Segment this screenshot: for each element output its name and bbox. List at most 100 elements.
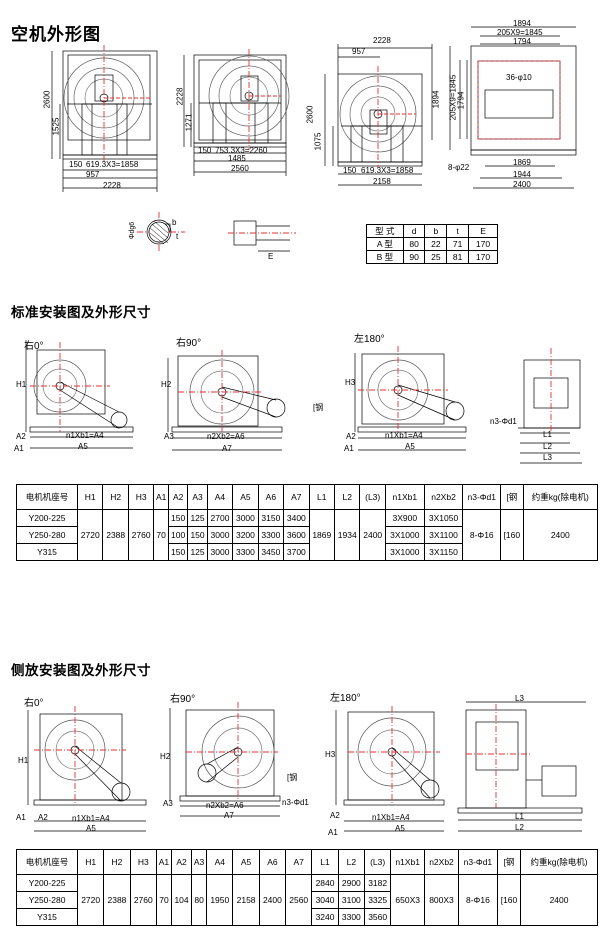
table-header: A7	[285, 849, 313, 875]
fig3-b2: 619.3X3=1858	[361, 166, 414, 175]
table-cell: 3000	[206, 526, 234, 544]
table-cell: 3700	[283, 543, 310, 561]
side-view1-label: 右0°	[24, 698, 44, 709]
std-a1: A1	[14, 444, 24, 453]
fig3-top1: 2228	[373, 36, 391, 45]
table-cell: Y315	[16, 908, 78, 926]
table-cell: 125	[187, 543, 208, 561]
fig4-t3: 1794	[513, 37, 531, 46]
fig4-v1: 1894	[431, 90, 441, 109]
side-a7: A7	[224, 811, 234, 820]
side-l2: L2	[515, 823, 524, 832]
side-a4b: n1Xb1=A4	[372, 813, 410, 822]
std-l1: L1	[543, 430, 552, 439]
table-row: 电机机座号 H1 H2 H3 A1 A2 A3 A4 A5 A6 A7 L1 L…	[16, 849, 598, 875]
side-a5: A5	[86, 824, 96, 833]
table-cell: 2400	[520, 874, 598, 926]
table-cell: 2900	[337, 874, 366, 892]
table-cell: 2760	[129, 874, 157, 926]
fig1-h2: 1525	[51, 117, 61, 136]
fig2-b3: 1485	[228, 154, 246, 163]
table-header: A6	[258, 849, 287, 875]
fig4-b1: 1869	[513, 158, 531, 167]
table-cell: A 型	[366, 237, 404, 251]
std-a5b: A5	[405, 442, 415, 451]
table-row: Y200-225 2720 2388 2760 70 150 125 2700 …	[16, 509, 599, 561]
std-view1-label: 右0°	[24, 341, 44, 352]
table-header: L1	[308, 484, 336, 510]
fig3-b4: 2158	[373, 177, 391, 186]
fig4-t2: 205X9=1845	[497, 28, 543, 37]
table-row: 电机机座号 H1 H2 H3 A1 A2 A3 A4 A5 A6 A7 L1 L…	[16, 484, 599, 510]
table-cell: 100	[167, 526, 189, 544]
table-cell: 1950	[206, 874, 234, 926]
table-cell: 2760	[127, 509, 155, 561]
side-a1: A1	[16, 813, 26, 822]
table-cell: 2388	[103, 874, 131, 926]
table-cell: 70	[153, 509, 169, 561]
fig4-t1: 1894	[513, 19, 531, 28]
fig4-b2: 1944	[513, 170, 531, 179]
side-h1: H1	[18, 756, 29, 765]
std-a4b: n1Xb1=A4	[385, 431, 423, 440]
fig3-h: 2600	[305, 105, 315, 124]
table-header: n2Xb2	[423, 484, 464, 510]
fig3-b1: 150	[343, 166, 357, 175]
fig1-b3: 957	[86, 170, 100, 179]
table-row: Y250-280 100 150 3000 3200 3300 3600 3X1…	[16, 526, 598, 544]
table-cell: b	[424, 224, 448, 238]
standard-spec-table: 电机机座号 H1 H2 H3 A1 A2 A3 A4 A5 A6 A7 L1 L…	[16, 484, 599, 561]
std-n3: n3-Φd1	[490, 417, 517, 426]
table-header: n1Xb1	[390, 849, 426, 875]
fig1-b1: 150	[69, 160, 83, 169]
std-a6: n2Xb2=A6	[207, 432, 245, 441]
outline-drawings	[51, 26, 577, 252]
table-cell: 170	[468, 237, 498, 251]
table-header: 电机机座号	[16, 484, 78, 510]
table-cell: 3X1150	[423, 543, 464, 561]
std-a2b: A2	[346, 432, 356, 441]
std-l3: L3	[543, 453, 552, 462]
table-cell: d	[402, 224, 426, 238]
table-header: A1	[155, 849, 173, 875]
table-header: H3	[129, 849, 157, 875]
fig3-h2: 1075	[313, 132, 323, 151]
table-cell: 3560	[363, 908, 392, 926]
side-n3: n3-Φd1	[282, 798, 309, 807]
table-cell: 70	[155, 874, 173, 926]
table-cell: 2840	[311, 874, 339, 892]
table-cell: 22	[424, 237, 448, 251]
std-a2: A2	[16, 432, 26, 441]
table-cell: 2400	[522, 509, 599, 561]
table-cell: [160	[500, 509, 524, 561]
table-cell: 150	[167, 509, 189, 527]
table-row: B 型 90 25 81 170	[366, 250, 498, 264]
side-drawings	[27, 701, 586, 832]
table-cell: 3150	[257, 509, 285, 527]
table-header: A7	[283, 484, 310, 510]
table-cell: 150	[187, 526, 208, 544]
table-cell: 170	[468, 250, 498, 264]
side-view2-label: 右90°	[170, 694, 196, 705]
table-cell: 3X1100	[423, 526, 464, 544]
table-cell: 81	[446, 250, 470, 264]
table-row: Y200-225 2720 2388 2760 70 104 80 1950 2…	[16, 874, 598, 926]
table-cell: [160	[496, 874, 522, 926]
table-cell: 1869	[308, 509, 336, 561]
side-title: 侧放安装图及外形尺寸	[11, 663, 151, 679]
table-header: A1	[153, 484, 169, 510]
std-channel: [钢	[313, 403, 324, 412]
shaft-dg6: Φdg6	[129, 221, 137, 240]
table-cell: 80	[402, 237, 426, 251]
table-cell: 90	[402, 250, 426, 264]
table-header: A5	[232, 849, 260, 875]
table-cell: Y250-280	[16, 526, 78, 544]
table-cell: 3000	[232, 509, 259, 527]
table-cell: 型 式	[366, 224, 404, 238]
table-cell: 3X900	[384, 509, 425, 527]
table-cell: 3X1050	[423, 509, 464, 527]
table-cell: 3040	[311, 891, 339, 909]
table-cell: 104	[170, 874, 193, 926]
fig2-b4: 2560	[231, 164, 249, 173]
table-cell: 150	[167, 543, 189, 561]
